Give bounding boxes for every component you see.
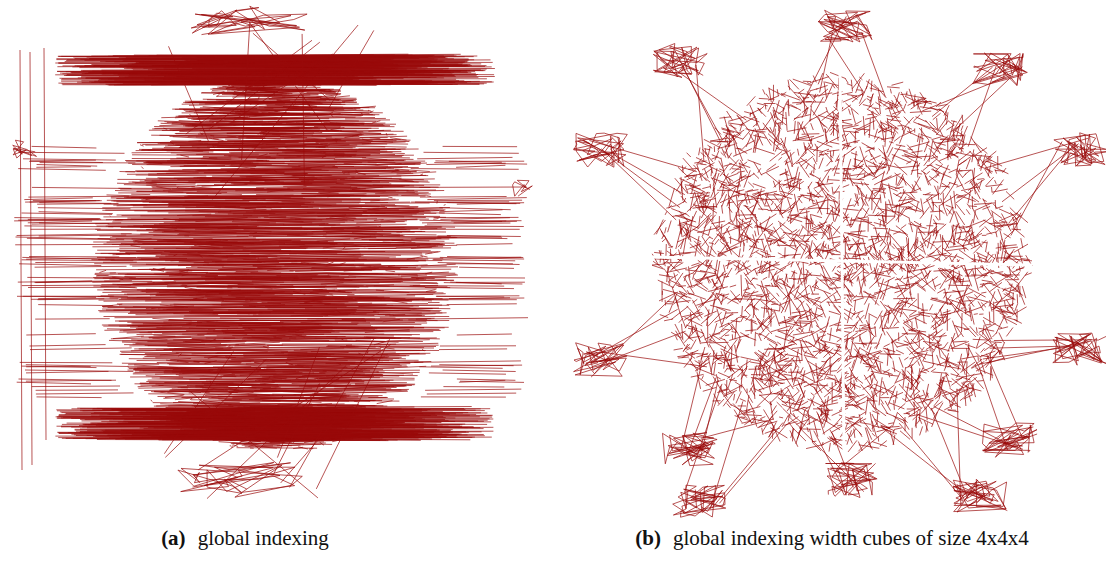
caption-text: global indexing [198,526,329,551]
mesh-lines [13,6,1106,517]
caption-tag: (a) [161,526,186,551]
caption-tag: (b) [635,526,661,551]
mesh-lines [652,72,1032,452]
caption: (b) global indexing width cubes of size 4… [631,526,1032,551]
caption-text: global indexing width cubes of size 4x4x… [673,526,1029,551]
caption: (a) global indexing [157,526,333,551]
